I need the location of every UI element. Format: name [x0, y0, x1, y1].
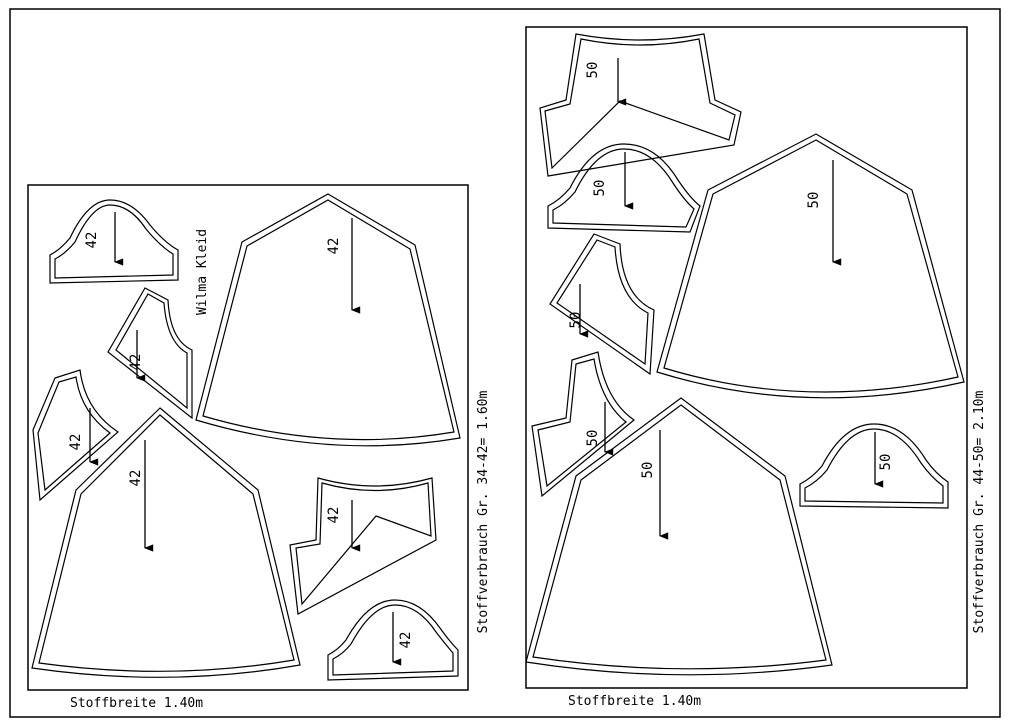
size-label: 42 — [68, 434, 84, 451]
sleeve-piece-small-left: 42 — [49, 199, 179, 284]
size-label: 42 — [128, 470, 144, 487]
fabric-width-text: Stoffbreite 1.40m — [568, 694, 701, 709]
skirt-piece-bottom-right: 50 — [525, 397, 833, 676]
layout-size-50: 50 50 50 50 50 — [525, 26, 987, 709]
size-label: 50 — [568, 312, 584, 329]
layout-size-42: 42 Wilma Kleid 42 42 42 — [27, 184, 491, 711]
size-label: 50 — [806, 192, 822, 209]
bodice-piece-small-right: 50 — [531, 351, 635, 498]
size-label: 50 — [640, 462, 656, 479]
size-label: 42 — [128, 354, 144, 371]
fabric-usage-text: Stoffverbrauch Gr. 44-50= 2.10m — [972, 391, 987, 634]
size-label: 50 — [585, 62, 601, 79]
sleeve-piece-bottom-right: 50 — [799, 423, 949, 509]
size-label: 42 — [84, 232, 100, 249]
side-piece-right: 50 — [549, 233, 655, 376]
size-label: 50 — [878, 454, 894, 471]
skirt-piece-bottom-left: 42 — [31, 407, 301, 678]
skirt-piece-top-left: 42 — [195, 193, 461, 447]
outer-frame — [9, 8, 1001, 718]
fabric-frame-right — [525, 26, 968, 689]
skirt-piece-top-right: 50 — [656, 133, 965, 399]
size-label: 42 — [326, 238, 342, 255]
pattern-title: Wilma Kleid — [195, 229, 210, 315]
size-label: 42 — [398, 632, 414, 649]
size-label: 50 — [592, 180, 608, 197]
bodice-piece-front-right: 50 — [539, 33, 742, 177]
fabric-frame-left — [27, 184, 469, 691]
bodice-piece-front-left: 42 — [289, 477, 437, 615]
size-label: 50 — [585, 430, 601, 447]
bodice-piece-small-left: 42 — [32, 369, 119, 502]
fabric-usage-text: Stoffverbrauch Gr. 34-42= 1.60m — [476, 391, 491, 634]
sleeve-piece-bottom-left: 42 — [327, 599, 459, 681]
sleeve-piece-top-right: 50 — [547, 143, 701, 233]
fabric-width-text: Stoffbreite 1.40m — [70, 696, 203, 711]
side-piece-left: 42 — [107, 287, 193, 420]
size-label: 42 — [326, 507, 342, 524]
